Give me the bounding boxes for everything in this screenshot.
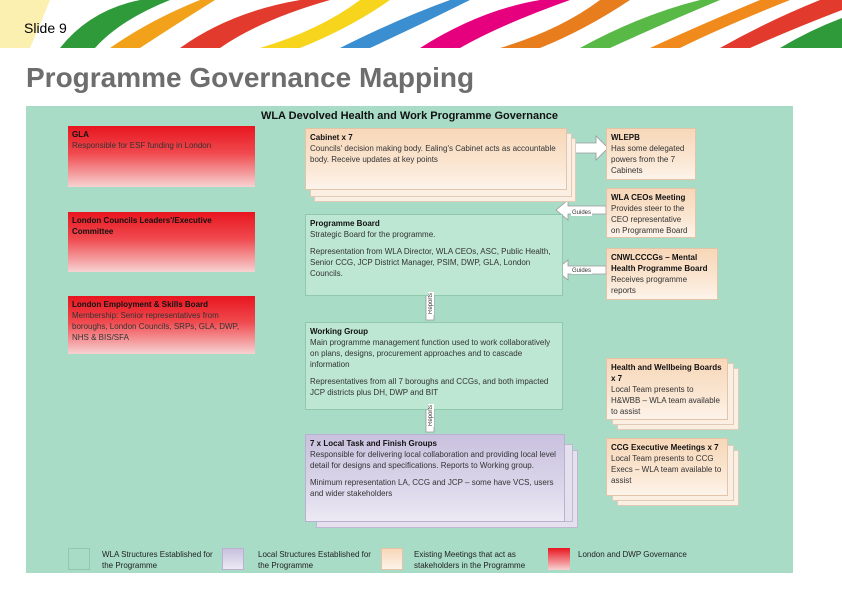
local-task-body2: Minimum representation LA, CCG and JCP –… (310, 478, 554, 499)
gla-box: GLA Responsible for ESF funding in Londo… (68, 126, 255, 187)
health-wellbeing-boards-body: Local Team presents to H&WBB – WLA team … (611, 385, 720, 417)
diagram-title: WLA Devolved Health and Work Programme G… (260, 110, 559, 122)
legend-swatch-existing (381, 548, 403, 570)
legend-swatch-local (222, 548, 244, 570)
guides-label-top: Guides (571, 210, 593, 216)
working-group-body2: Representatives from all 7 boroughs and … (310, 377, 549, 398)
ccg-executive-body: Local Team presents to CCG Execs – WLA t… (611, 454, 722, 486)
london-councils-title: London Councils Leaders'/Executive Commi… (72, 216, 212, 237)
mental-health-board-box: CNWLCCCGs – Mental Health Programme Boar… (606, 248, 718, 300)
working-group-title: Working Group (310, 327, 369, 336)
ccg-executive-title: CCG Executive Meetings x 7 (611, 443, 719, 452)
legend-swatch-wla (68, 548, 90, 570)
gla-title: GLA (72, 130, 89, 139)
governance-diagram: WLA Devolved Health and Work Programme G… (26, 106, 793, 573)
employment-skills-board-box: London Employment & Skills Board Members… (68, 296, 255, 354)
legend-label-local: Local Structures Established for the Pro… (258, 550, 371, 570)
mental-health-board-title: CNWLCCCGs – Mental Health Programme Boar… (611, 253, 708, 274)
programme-board-body2: Representation from WLA Director, WLA CE… (310, 247, 551, 279)
gla-body: Responsible for ESF funding in London (72, 141, 212, 151)
employment-skills-board-body: Membership: Senior representatives from … (72, 311, 240, 343)
header-banner: Slide 9 (0, 0, 842, 48)
cabinet-title: Cabinet x 7 (310, 133, 353, 142)
health-wellbeing-boards-box: Health and Wellbeing Boards x 7 Local Te… (606, 358, 728, 420)
cabinet-box: Cabinet x 7 Councils' decision making bo… (305, 128, 567, 190)
wlepb-box: WLEPB Has some delegated powers from the… (606, 128, 696, 180)
reports-label-lower: Reports (428, 404, 434, 428)
ccg-executive-box: CCG Executive Meetings x 7 Local Team pr… (606, 438, 728, 496)
wlepb-title: WLEPB (611, 133, 640, 142)
programme-board-box: Programme Board Strategic Board for the … (305, 214, 563, 296)
employment-skills-board-title: London Employment & Skills Board (72, 300, 209, 309)
health-wellbeing-boards-title: Health and Wellbeing Boards x 7 (611, 363, 722, 384)
local-task-title: 7 x Local Task and Finish Groups (310, 439, 437, 448)
london-councils-box: London Councils Leaders'/Executive Commi… (68, 212, 255, 272)
programme-board-body1: Strategic Board for the programme. (310, 230, 436, 240)
wla-ceos-body: Provides steer to the CEO representative… (611, 204, 688, 236)
wla-ceos-title: WLA CEOs Meeting (611, 193, 686, 202)
local-task-body1: Responsible for delivering local collabo… (310, 450, 556, 471)
slide-number-label: Slide 9 (24, 20, 67, 36)
local-task-box: 7 x Local Task and Finish Groups Respons… (305, 434, 565, 522)
guides-label-bottom: Guides (571, 268, 593, 274)
working-group-box: Working Group Main programme management … (305, 322, 563, 410)
cabinet-body: Councils' decision making body. Ealing's… (310, 144, 556, 165)
page-title: Programme Governance Mapping (26, 62, 475, 93)
working-group-body1: Main programme management function used … (310, 338, 551, 370)
reports-label-upper: Reports (428, 292, 434, 316)
wla-ceos-box: WLA CEOs Meeting Provides steer to the C… (606, 188, 696, 238)
mental-health-board-body: Receives programme reports (611, 275, 688, 296)
legend-label-london-dwp: London and DWP Governance (578, 550, 687, 559)
decorative-swoosh-graphic (0, 0, 842, 48)
legend-label-existing: Existing Meetings that act as stakeholde… (414, 550, 526, 570)
legend-label-wla: WLA Structures Established for the Progr… (102, 550, 213, 570)
programme-board-title: Programme Board (310, 219, 380, 228)
legend-swatch-london-dwp (548, 548, 570, 570)
wlepb-body: Has some delegated powers from the 7 Cab… (611, 144, 685, 176)
